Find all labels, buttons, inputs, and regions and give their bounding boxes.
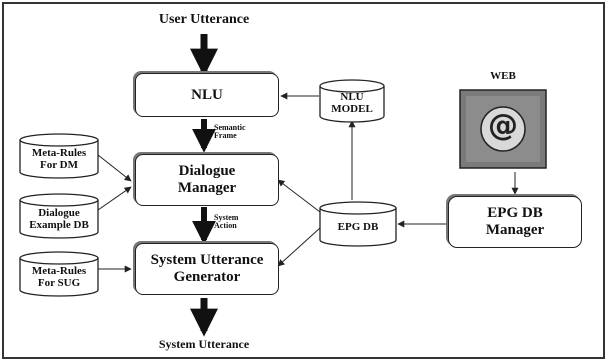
nlu-box: NLU	[135, 73, 279, 117]
arrow-metadm-to-dm	[97, 154, 132, 182]
system-utterance-generator-box: System Utterance Generator	[135, 243, 279, 295]
epg-db-manager-box: EPG DB Manager	[448, 196, 582, 248]
epg-db-cylinder	[319, 201, 397, 247]
dialogue-manager-box: Dialogue Manager	[135, 154, 279, 206]
system-action-label: System Action	[214, 213, 239, 231]
meta-rules-dm-cylinder	[19, 133, 99, 179]
nlu-label: NLU	[191, 86, 223, 103]
nlu-model-label: NLU MODEL	[331, 91, 373, 115]
at-sign-icon: @	[488, 108, 518, 143]
semantic-frame-label: Semantic Frame	[214, 123, 246, 141]
arrow-epgdb-to-dm	[277, 179, 321, 213]
meta-rules-sug-label: Meta-Rules For SUG	[31, 265, 87, 289]
arrow-dialogueex-to-dm	[97, 186, 132, 211]
dialogue-example-db-label: Dialogue Example DB	[29, 207, 89, 231]
epg-db-label: EPG DB	[337, 221, 379, 233]
user-utterance-label: User Utterance	[158, 12, 250, 27]
system-utterance-label: System Utterance	[158, 337, 250, 351]
web-label: WEB	[490, 70, 516, 82]
web-icon	[459, 89, 547, 169]
dialogue-example-db-cylinder	[19, 193, 99, 239]
nlu-model-cylinder	[319, 79, 385, 123]
outer-frame	[2, 2, 605, 359]
meta-rules-dm-label: Meta-Rules For DM	[31, 147, 87, 171]
arrow-epgdb-to-sug	[277, 227, 321, 267]
meta-rules-sug-cylinder	[19, 251, 99, 297]
